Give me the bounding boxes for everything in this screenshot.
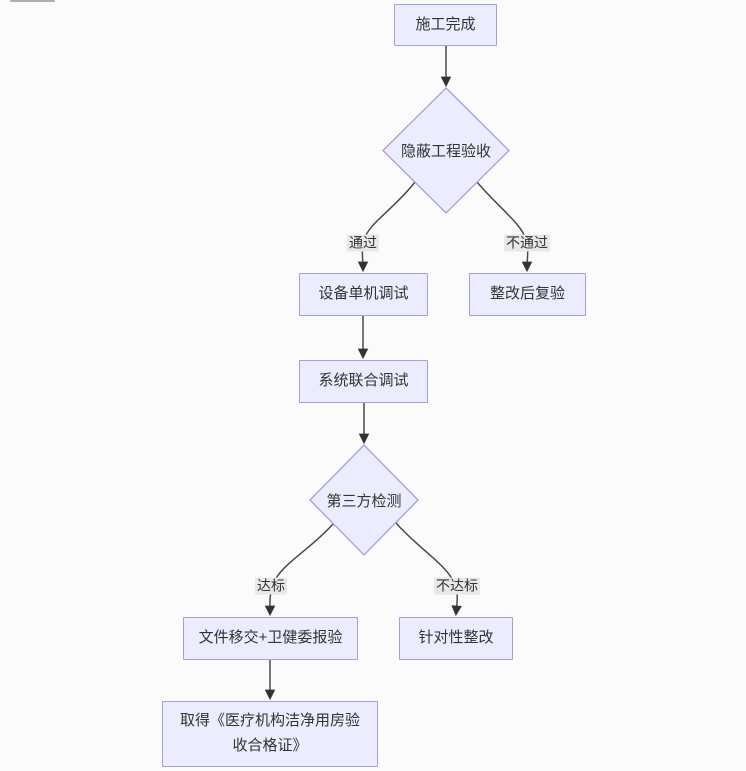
- node-reinspect-after-rectification: 整改后复验: [469, 273, 586, 316]
- edge-acceptance-pass: [357, 181, 416, 273]
- node-label: 文件移交+卫健委报验: [198, 629, 343, 647]
- node-certificate: 取得《医疗机构洁净用房验 收合格证》: [162, 701, 378, 767]
- edge-acceptance-fail: [476, 181, 533, 273]
- node-label: 系统联合调试: [318, 372, 409, 390]
- certificate-line-2: 收合格证》: [232, 737, 308, 754]
- diamond-hidden-works-acceptance: [382, 87, 510, 214]
- edge-label-fail: 不通过: [504, 234, 550, 252]
- edge-label-fails-standard: 不达标: [434, 577, 480, 595]
- node-targeted-rectification: 针对性整改: [399, 617, 513, 660]
- edge-testing-pass: [264, 523, 334, 617]
- node-label: 针对性整改: [418, 629, 494, 647]
- node-label: 整改后复验: [489, 285, 565, 303]
- node-equipment-standalone-debug: 设备单机调试: [299, 273, 428, 316]
- node-label: 取得《医疗机构洁净用房验 收合格证》: [180, 709, 360, 759]
- edge-label-meets-standard: 达标: [255, 577, 287, 595]
- node-label: 施工完成: [415, 15, 476, 33]
- node-system-joint-debug: 系统联合调试: [299, 360, 428, 403]
- node-document-handover: 文件移交+卫健委报验: [183, 617, 358, 660]
- edge-label-pass: 通过: [347, 234, 379, 252]
- diamond-third-party-testing: [309, 444, 419, 556]
- node-construction-complete: 施工完成: [394, 4, 497, 46]
- certificate-line-1: 取得《医疗机构洁净用房验: [179, 712, 360, 730]
- edge-testing-fail: [395, 522, 462, 617]
- node-label: 设备单机调试: [318, 285, 409, 303]
- scrollbar-thumb-artifact: [10, 0, 55, 2]
